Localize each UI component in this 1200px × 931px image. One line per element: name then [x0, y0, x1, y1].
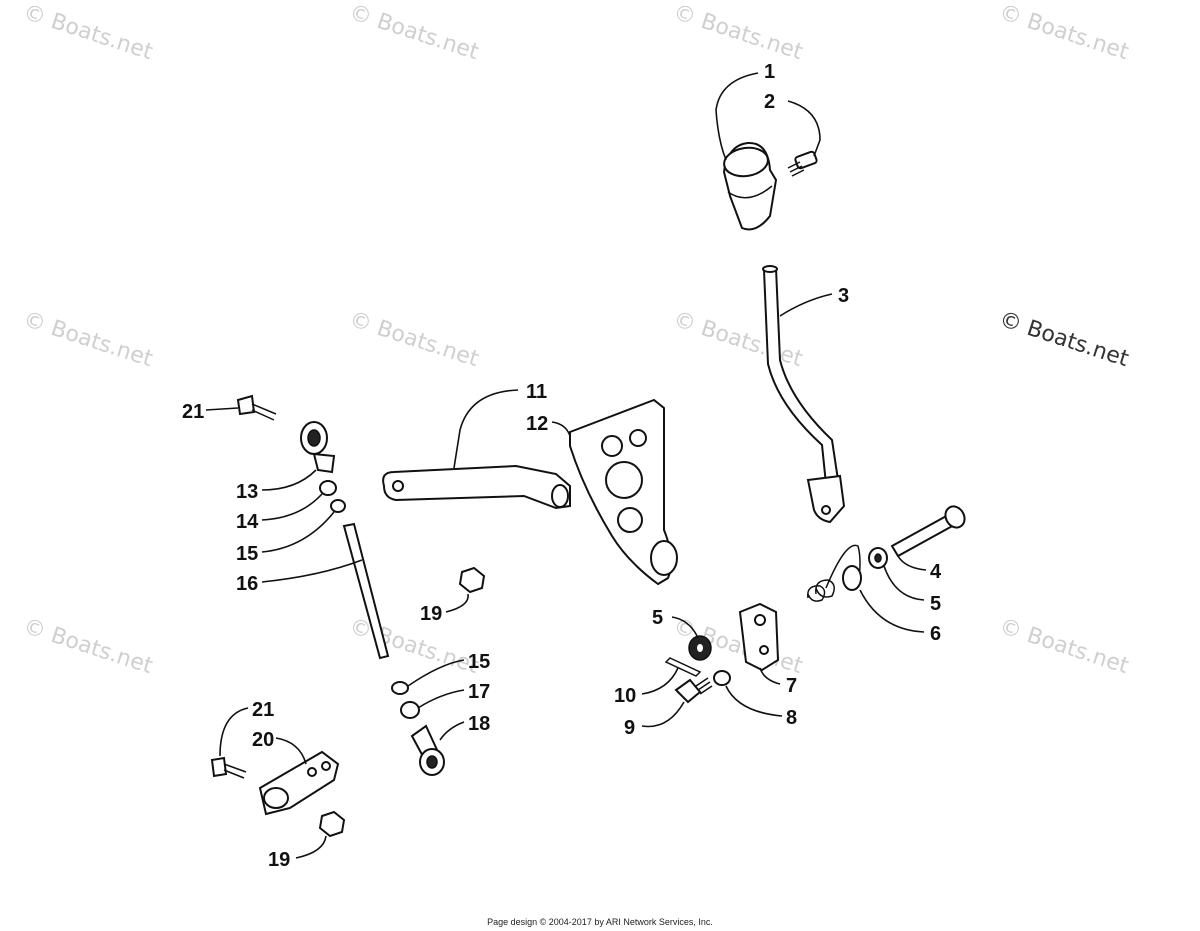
- page-footer: Page design © 2004-2017 by ARI Network S…: [487, 917, 713, 927]
- callout-8: 8: [786, 707, 797, 729]
- callout-13: 13: [236, 481, 258, 503]
- part-washer: [688, 635, 712, 661]
- part-screw: [787, 150, 818, 177]
- callout-16: 16: [236, 573, 258, 595]
- part-shift-arm: [382, 464, 571, 510]
- part-cotter-pin: [664, 657, 702, 677]
- callout-20: 20: [252, 729, 274, 751]
- callout-15: 15: [468, 651, 490, 673]
- watermark: © Boats.net: [20, 0, 156, 65]
- callout-19: 19: [420, 603, 442, 625]
- callout-6: 6: [930, 623, 941, 645]
- part-bolt: [674, 677, 713, 704]
- part-rod-end: [300, 421, 336, 474]
- watermark: © Boats.net: [996, 0, 1132, 65]
- part-washer: [391, 681, 409, 695]
- callout-10: 10: [614, 685, 636, 707]
- part-nut: [400, 701, 420, 719]
- watermark: © Boats.net: [996, 614, 1132, 679]
- callout-18: 18: [468, 713, 490, 735]
- watermark: © Boats.net: [670, 307, 806, 372]
- part-shift-lever: [762, 265, 846, 524]
- part-bolt: [236, 394, 277, 421]
- part-washer: [868, 547, 888, 569]
- watermark-layer: © Boats.net © Boats.net © Boats.net © Bo…: [20, 0, 1132, 679]
- callout-11: 11: [526, 381, 547, 403]
- part-pivot-bolt: [890, 505, 966, 558]
- callout-15: 15: [236, 543, 258, 565]
- callout-17: 17: [468, 681, 490, 703]
- leader-lines: [205, 72, 927, 859]
- callout-5: 5: [930, 593, 941, 615]
- part-knob: [722, 141, 778, 231]
- callout-9: 9: [624, 717, 635, 739]
- watermark: © Boats.net: [20, 614, 156, 679]
- callout-3: 3: [838, 285, 849, 307]
- part-rod-end: [410, 724, 445, 776]
- callout-14: 14: [236, 511, 259, 533]
- watermark: © Boats.net: [996, 307, 1132, 372]
- part-nut: [318, 810, 346, 838]
- part-nut: [319, 480, 337, 496]
- callout-19: 19: [268, 849, 290, 871]
- callout-4: 4: [930, 561, 942, 583]
- part-nut: [458, 566, 486, 594]
- part-spring: [807, 544, 862, 602]
- part-link-arm: [258, 750, 340, 816]
- callout-2: 2: [764, 91, 775, 113]
- watermark: © Boats.net: [346, 614, 482, 679]
- watermark: © Boats.net: [20, 307, 156, 372]
- callout-12: 12: [526, 413, 548, 435]
- callout-21: 21: [182, 401, 204, 423]
- part-clevis: [738, 602, 780, 672]
- watermark: © Boats.net: [346, 307, 482, 372]
- callout-1: 1: [764, 61, 775, 83]
- part-mounting-bracket: [569, 398, 678, 586]
- callout-7: 7: [786, 675, 797, 697]
- watermark: © Boats.net: [346, 0, 482, 65]
- part-bolt: [210, 756, 247, 779]
- callout-5: 5: [652, 607, 663, 629]
- part-washer: [330, 499, 346, 513]
- part-shift-rod: [342, 522, 390, 660]
- watermark: © Boats.net: [670, 0, 806, 65]
- part-nut: [713, 670, 731, 686]
- callout-labels: 1 2 3 4 5 6 7 8 9 10 5 11 12 21 13 14 15…: [182, 61, 942, 871]
- callout-21: 21: [252, 699, 274, 721]
